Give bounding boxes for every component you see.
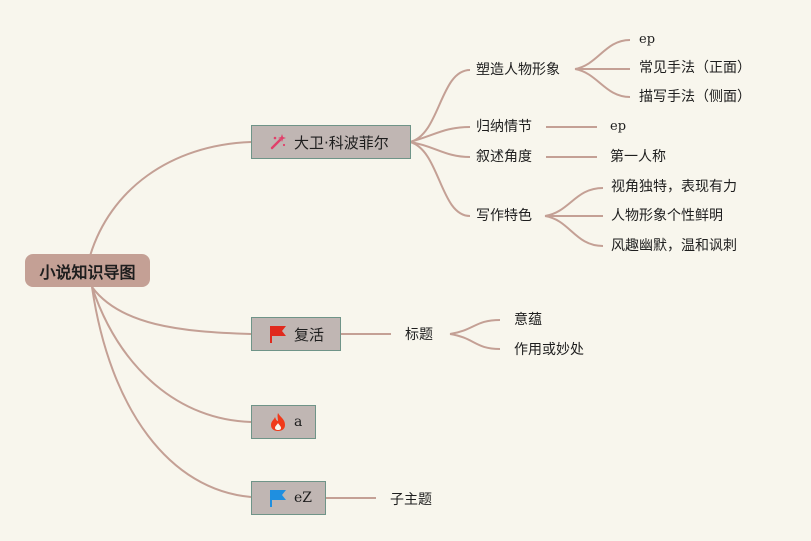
blue-flag-icon	[268, 488, 288, 508]
subtopic-unique-perspective[interactable]: 视角独特，表现有力	[611, 179, 737, 195]
branch-ez[interactable]: eZ	[251, 481, 326, 515]
root-topic-label: 小说知识导图	[39, 262, 136, 282]
fire-icon	[268, 412, 288, 432]
branch-label: eZ	[294, 490, 313, 506]
branch-label: a	[294, 414, 303, 430]
subtopic-humor-satire[interactable]: 风趣幽默，温和讽刺	[611, 238, 737, 254]
red-flag-icon	[268, 324, 288, 344]
branch-label: 大卫·科波菲尔	[294, 133, 389, 152]
topic-portrayal[interactable]: 塑造人物形象	[476, 62, 560, 78]
topic-writing-features[interactable]: 写作特色	[476, 208, 532, 224]
subtopic-meaning[interactable]: 意蕴	[514, 312, 542, 328]
subtopic-description-techniques[interactable]: 描写手法（侧面）	[639, 89, 751, 105]
topic-plot-summary[interactable]: 归纳情节	[476, 119, 532, 135]
branch-david-copperfield[interactable]: 大卫·科波菲尔	[251, 125, 411, 159]
topic-narrative-perspective[interactable]: 叙述角度	[476, 149, 532, 165]
subtopic-function[interactable]: 作用或妙处	[514, 342, 584, 358]
subtopic-common-techniques[interactable]: 常见手法（正面）	[639, 60, 751, 76]
root-topic[interactable]: 小说知识导图	[25, 254, 150, 287]
topic-subtopic[interactable]: 子主题	[390, 492, 432, 508]
branch-resurrection[interactable]: 复活	[251, 317, 341, 351]
subtopic-ep[interactable]: ep	[610, 119, 627, 134]
subtopic-first-person[interactable]: 第一人称	[610, 149, 666, 165]
magic-wand-icon	[268, 132, 288, 152]
branch-label: 复活	[294, 325, 325, 344]
branch-a[interactable]: a	[251, 405, 316, 439]
subtopic-ep[interactable]: ep	[639, 32, 656, 47]
subtopic-distinct-characters[interactable]: 人物形象个性鲜明	[611, 208, 723, 224]
topic-title[interactable]: 标题	[405, 327, 433, 343]
